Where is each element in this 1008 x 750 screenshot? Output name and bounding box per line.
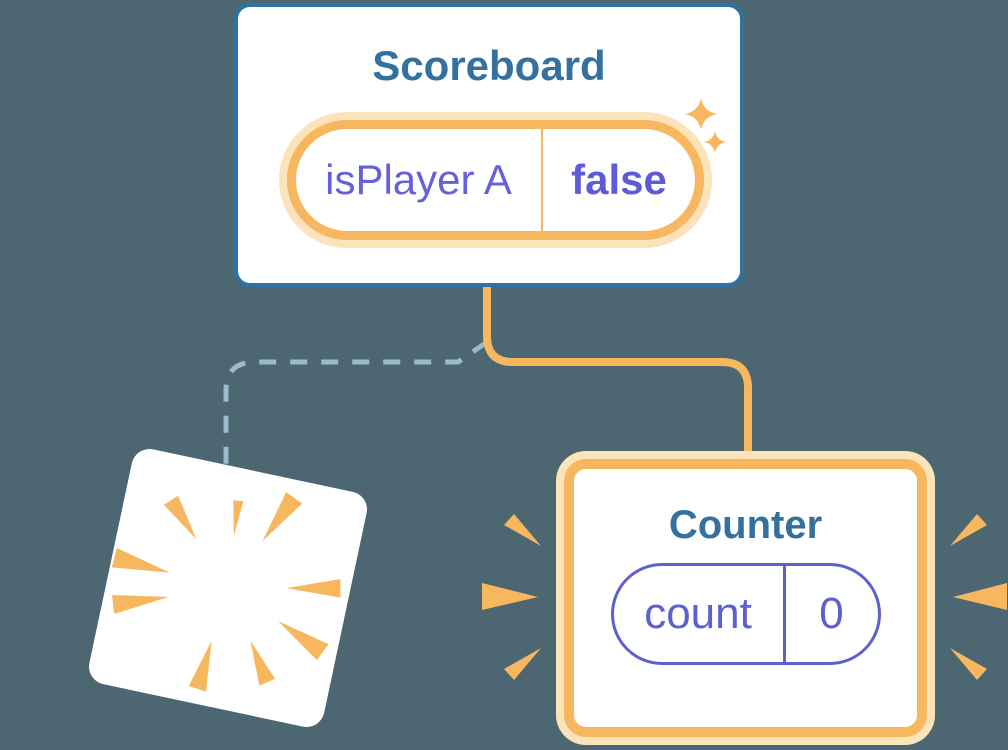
scoreboard-state-pill: isPlayer A false bbox=[287, 120, 704, 240]
destroyed-card bbox=[85, 445, 371, 731]
emphasis-burst-right-icon bbox=[950, 514, 1007, 680]
counter-state-pill: count 0 bbox=[610, 563, 881, 665]
sparkle-stars-icon bbox=[685, 98, 726, 153]
state-value: 0 bbox=[819, 589, 844, 638]
state-key: count bbox=[644, 589, 752, 638]
counter-title: Counter bbox=[668, 503, 823, 547]
counter-card-inner: Counter count 0 bbox=[564, 459, 927, 737]
dashed-connector bbox=[223, 339, 489, 470]
state-key: isPlayer A bbox=[325, 156, 512, 203]
state-value: false bbox=[571, 156, 667, 203]
emphasis-burst-left-icon bbox=[482, 514, 541, 680]
solid-connector bbox=[483, 284, 752, 458]
scoreboard-title: Scoreboard bbox=[372, 42, 606, 89]
pill-divider bbox=[782, 566, 786, 662]
scoreboard-card: Scoreboard isPlayer A false bbox=[234, 3, 744, 287]
counter-card: Counter count 0 bbox=[556, 451, 935, 745]
poof-burst-icon bbox=[111, 492, 341, 692]
pill-divider bbox=[541, 129, 543, 231]
